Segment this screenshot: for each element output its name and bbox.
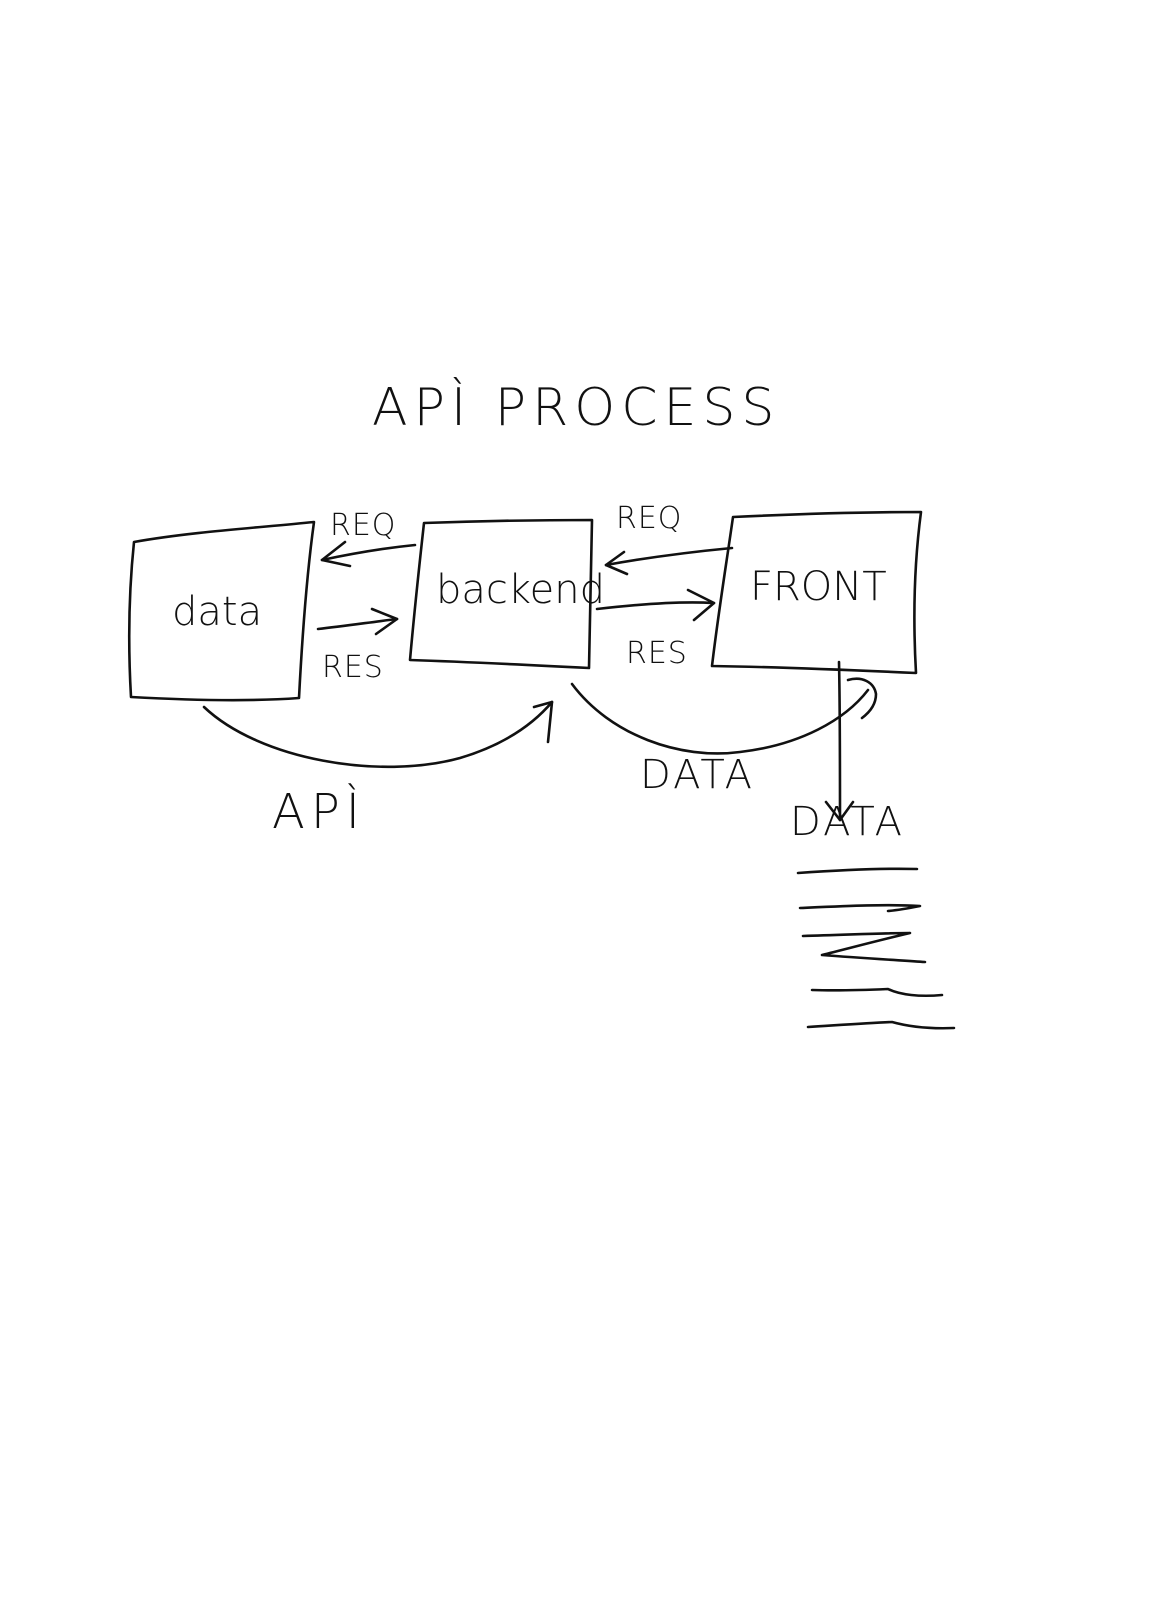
scribble-line <box>806 1020 956 1030</box>
data-scribbles <box>796 867 956 1030</box>
edge-label-res-left: RES <box>322 650 384 685</box>
node-backend: backend <box>408 518 605 670</box>
arrowhead-icon <box>686 588 716 622</box>
output-line <box>837 660 842 822</box>
arrowhead-icon <box>320 540 352 568</box>
node-backend-label: backend <box>436 567 605 613</box>
arrow-line <box>320 543 417 562</box>
node-data-label: data <box>172 589 262 635</box>
front-output: DATA <box>790 660 905 845</box>
edge-label-res-right: RES <box>626 636 688 671</box>
scribble-line <box>798 903 922 913</box>
arrowhead-icon <box>604 550 629 576</box>
scribble-line <box>801 931 927 964</box>
arrow-line <box>604 546 734 567</box>
node-data-box <box>128 520 316 702</box>
node-front: FRONT <box>710 510 923 675</box>
edge-front-to-backend-request: REQ <box>604 501 734 576</box>
curve-line <box>570 682 870 755</box>
edge-backend-to-data-request: REQ <box>320 508 417 568</box>
arrow-line <box>316 617 399 631</box>
node-front-box <box>710 510 923 675</box>
curve-api: APÌ <box>202 700 554 840</box>
node-data: data <box>128 520 316 702</box>
diagram-title: APÌ PROCESS <box>372 377 780 438</box>
scribble-line <box>810 987 944 998</box>
node-backend-box <box>408 518 594 670</box>
edge-backend-to-front-response: RES <box>595 588 716 671</box>
edge-label-req-right: REQ <box>616 501 682 536</box>
arrowhead-icon <box>824 800 855 822</box>
edge-label-req-left: REQ <box>330 508 396 543</box>
curve-label-data: DATA <box>640 752 755 798</box>
scribble-line <box>796 867 919 875</box>
arrow-line <box>595 601 716 611</box>
arrowhead-icon <box>532 700 554 744</box>
arrowhead-icon <box>370 607 399 636</box>
curve-data: DATA <box>570 677 878 798</box>
curve-line <box>202 700 554 769</box>
edge-data-to-backend-response: RES <box>316 607 399 685</box>
arrowhead-icon <box>846 677 878 720</box>
curve-label-api: APÌ <box>272 783 366 840</box>
output-label-data: DATA <box>790 799 905 845</box>
node-front-label: FRONT <box>750 564 887 610</box>
